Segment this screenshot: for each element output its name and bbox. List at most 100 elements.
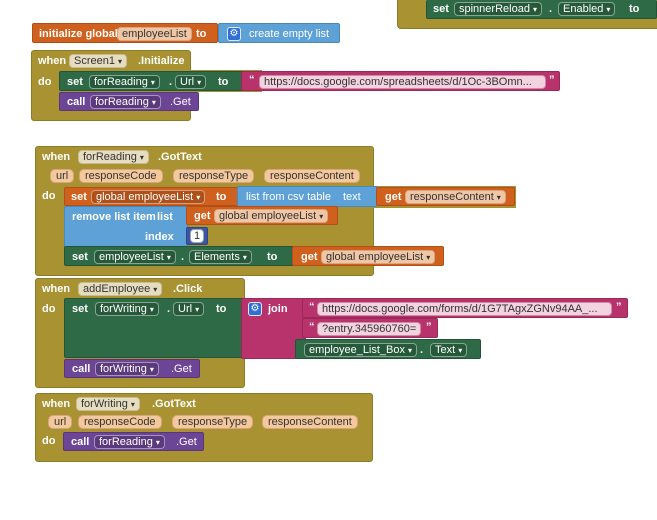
param-url[interactable]: url bbox=[48, 415, 73, 429]
event-label: .GotText bbox=[152, 398, 196, 410]
quote-close-icon: ” bbox=[616, 301, 622, 313]
event-label: .GotText bbox=[158, 151, 202, 163]
chevron-down-icon: ▾ bbox=[408, 346, 413, 355]
set-forwriting-url-block[interactable]: set forWriting▾ . Url▾ to bbox=[64, 298, 244, 358]
employee-list-box-text-block[interactable]: employee_List_Box▾ . Text▾ bbox=[295, 339, 481, 359]
index-label: index bbox=[145, 231, 174, 243]
index-number-field[interactable]: 1 bbox=[190, 229, 205, 243]
chevron-down-icon: ▾ bbox=[319, 212, 324, 221]
csv-text-label: text bbox=[343, 191, 361, 203]
set-label: set bbox=[71, 191, 87, 203]
chevron-down-icon: ▾ bbox=[153, 285, 158, 294]
param-responsecode[interactable]: responseCode bbox=[79, 169, 163, 183]
chevron-down-icon: ▾ bbox=[117, 57, 122, 66]
do-label: do bbox=[42, 435, 56, 447]
component-dropdown[interactable]: employee_List_Box▾ bbox=[304, 343, 418, 357]
call-label: call bbox=[67, 96, 86, 108]
property-dropdown[interactable]: Text▾ bbox=[430, 343, 468, 357]
to-label: to bbox=[216, 303, 227, 315]
call-forreading-get-block[interactable]: call forReading▾ .Get bbox=[59, 92, 199, 111]
component-dropdown[interactable]: forReading▾ bbox=[94, 435, 165, 449]
url-text-block[interactable]: “ https://docs.google.com/spreadsheets/d… bbox=[241, 71, 560, 91]
component-dropdown[interactable]: addEmployee▾ bbox=[78, 282, 163, 296]
param-responsecontent[interactable]: responseContent bbox=[264, 169, 360, 183]
component-dropdown[interactable]: forWriting▾ bbox=[76, 397, 140, 411]
to-label: to bbox=[267, 251, 278, 263]
join-label: join bbox=[268, 303, 288, 315]
number-block[interactable]: 1 bbox=[186, 227, 208, 245]
initialize-global-label: initialize global bbox=[39, 28, 118, 40]
call-forwriting-get-block[interactable]: call forWriting▾ .Get bbox=[64, 359, 200, 378]
quote-open-icon: “ bbox=[249, 74, 255, 86]
text-entry-block[interactable]: “ ?entry.345960760= ” bbox=[302, 318, 438, 338]
remove-list-item-label: remove list item bbox=[72, 211, 156, 223]
component-dropdown[interactable]: forReading▾ bbox=[89, 75, 160, 89]
when-label: when bbox=[42, 398, 71, 410]
set-label: set bbox=[67, 76, 83, 88]
forwriting-gottext-event[interactable]: when forWriting▾ .GotText url responseCo… bbox=[35, 393, 373, 462]
chevron-down-icon: ▾ bbox=[166, 253, 171, 262]
variable-dropdown[interactable]: global employeeList▾ bbox=[321, 250, 436, 264]
component-dropdown[interactable]: employeeList▾ bbox=[94, 250, 176, 264]
when-label: when bbox=[38, 55, 67, 67]
list-from-csv-table-block[interactable]: list from csv table text bbox=[237, 186, 378, 207]
get-responsecontent-block[interactable]: get responseContent▾ bbox=[376, 187, 515, 206]
property-dropdown[interactable]: Url▾ bbox=[173, 302, 205, 316]
param-responsetype[interactable]: responseType bbox=[172, 415, 254, 429]
gear-icon[interactable]: ⚙ bbox=[248, 302, 262, 316]
create-empty-list-block[interactable]: ⚙ create empty list bbox=[218, 23, 340, 43]
property-dropdown[interactable]: Url▾ bbox=[175, 75, 207, 89]
list-label: list bbox=[157, 211, 173, 223]
url-text-field[interactable]: https://docs.google.com/spreadsheets/d/1… bbox=[259, 75, 546, 89]
set-employeelist-elements-block[interactable]: set employeeList▾ . Elements▾ to bbox=[64, 246, 294, 266]
param-responsecontent[interactable]: responseContent bbox=[262, 415, 358, 429]
call-label: call bbox=[71, 436, 90, 448]
global-name-field[interactable]: employeeList bbox=[117, 27, 192, 41]
component-dropdown[interactable]: spinnerReload▾ bbox=[454, 2, 542, 16]
chevron-down-icon: ▾ bbox=[151, 98, 156, 107]
property-dropdown[interactable]: Elements▾ bbox=[189, 250, 252, 264]
component-dropdown[interactable]: forReading▾ bbox=[78, 150, 149, 164]
chevron-down-icon: ▾ bbox=[197, 78, 202, 87]
initialize-global-block[interactable]: initialize global employeeList to bbox=[32, 23, 218, 43]
variable-dropdown[interactable]: global employeeList▾ bbox=[91, 190, 206, 204]
set-label: set bbox=[72, 303, 88, 315]
set-label: set bbox=[433, 3, 449, 15]
chevron-down-icon: ▾ bbox=[149, 365, 154, 374]
form-url-text-field[interactable]: https://docs.google.com/forms/d/1G7TAgxZ… bbox=[317, 302, 612, 316]
chevron-down-icon: ▾ bbox=[532, 5, 537, 14]
quote-open-icon: “ bbox=[309, 321, 315, 333]
chevron-down-icon: ▾ bbox=[139, 153, 144, 162]
property-dropdown[interactable]: Enabled▾ bbox=[558, 2, 616, 16]
do-label: do bbox=[42, 303, 56, 315]
entry-text-field[interactable]: ?entry.345960760= bbox=[317, 322, 422, 336]
remove-list-item-block[interactable]: remove list item list index bbox=[64, 206, 188, 248]
get-global-employeelist-block-2[interactable]: get global employeeList▾ bbox=[292, 246, 444, 266]
set-forreading-url-block[interactable]: set forReading▾ . Url▾ to bbox=[59, 71, 244, 91]
gear-icon[interactable]: ⚙ bbox=[227, 27, 241, 41]
call-label: call bbox=[72, 363, 91, 375]
to-label: to bbox=[218, 76, 229, 88]
get-global-employeelist-block[interactable]: get global employeeList▾ bbox=[186, 206, 338, 225]
chevron-down-icon: ▾ bbox=[458, 346, 463, 355]
text-url-block[interactable]: “ https://docs.google.com/forms/d/1G7TAg… bbox=[302, 298, 628, 318]
param-responsecode[interactable]: responseCode bbox=[78, 415, 162, 429]
param-responsetype[interactable]: responseType bbox=[173, 169, 255, 183]
call-forreading-get-block-2[interactable]: call forReading▾ .Get bbox=[63, 432, 204, 451]
component-dropdown[interactable]: Screen1▾ bbox=[69, 54, 127, 68]
set-global-employeelist-block[interactable]: set global employeeList▾ to bbox=[64, 187, 240, 206]
component-dropdown[interactable]: forWriting▾ bbox=[95, 362, 159, 376]
do-label: do bbox=[38, 76, 52, 88]
chevron-down-icon: ▾ bbox=[606, 5, 611, 14]
param-url[interactable]: url bbox=[50, 169, 75, 183]
quote-close-icon: ” bbox=[549, 74, 555, 86]
variable-dropdown[interactable]: responseContent▾ bbox=[405, 190, 506, 204]
top-partial-set-block[interactable]: set spinnerReload▾ . Enabled▾ to bbox=[426, 0, 657, 19]
chevron-down-icon: ▾ bbox=[149, 305, 154, 314]
component-dropdown[interactable]: forWriting▾ bbox=[95, 302, 159, 316]
to-label: to bbox=[216, 191, 227, 203]
do-label: do bbox=[42, 190, 56, 202]
variable-dropdown[interactable]: global employeeList▾ bbox=[214, 209, 329, 223]
get-label: get bbox=[194, 210, 211, 222]
component-dropdown[interactable]: forReading▾ bbox=[90, 95, 161, 109]
